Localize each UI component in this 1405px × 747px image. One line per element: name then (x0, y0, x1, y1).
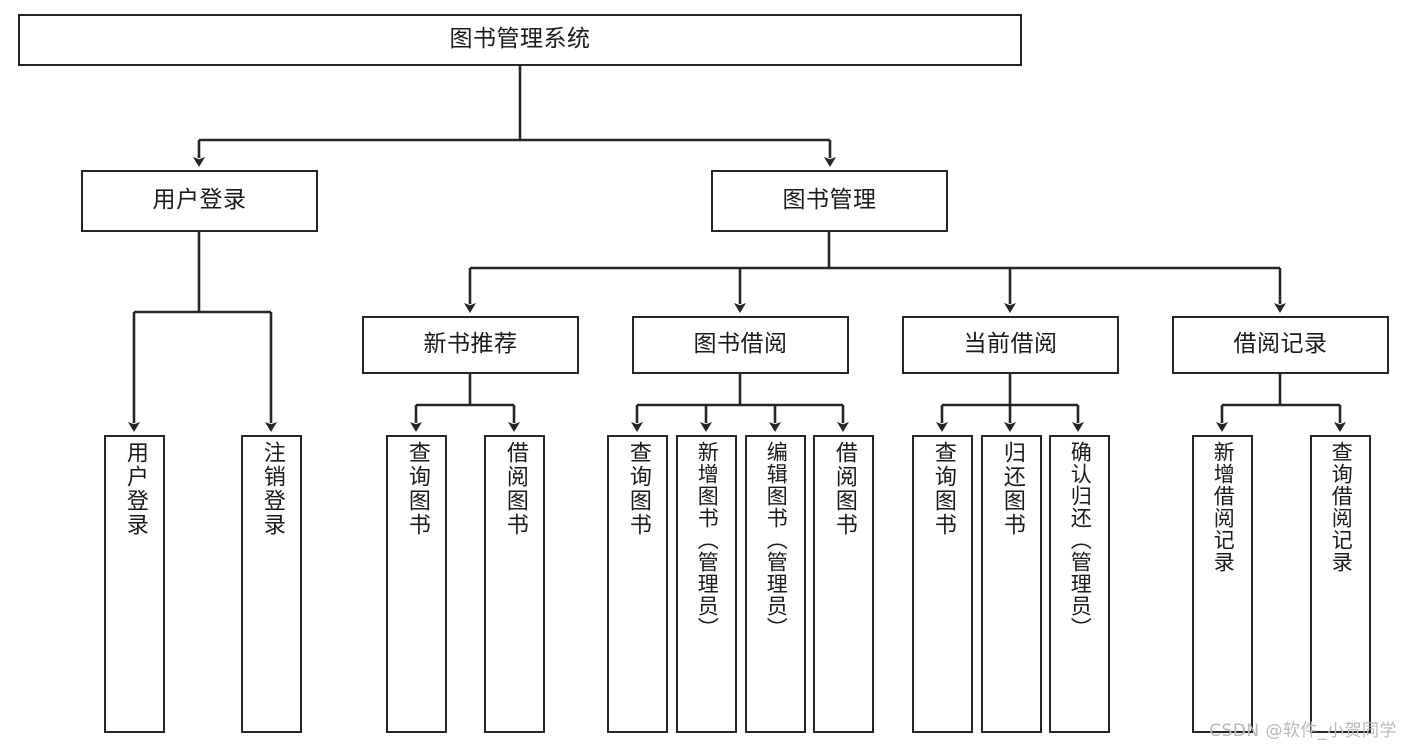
node-leaf-logout-label: 注销登录 (259, 441, 285, 537)
node-leaf-add-book-label: 新增图书（管理员） (695, 441, 720, 639)
node-leaf-query-record-label: 查询借阅记录 (1329, 441, 1354, 573)
node-leaf-query-book-2[interactable]: 查询图书 (607, 435, 668, 733)
node-leaf-confirm-return[interactable]: 确认归还（管理员） (1049, 435, 1110, 733)
node-leaf-borrow-book-2[interactable]: 借阅图书 (813, 435, 874, 733)
node-root[interactable]: 图书管理系统 (18, 14, 1022, 66)
node-leaf-query-book-1[interactable]: 查询图书 (386, 435, 447, 733)
node-leaf-query-book-2-label: 查询图书 (625, 441, 651, 537)
node-leaf-add-record-label: 新增借阅记录 (1211, 441, 1236, 573)
node-book-manage[interactable]: 图书管理 (711, 170, 948, 232)
node-book-borrow-label: 图书借阅 (693, 331, 788, 358)
node-leaf-return-book[interactable]: 归还图书 (981, 435, 1042, 733)
node-new-book-recommend-label: 新书推荐 (423, 331, 518, 358)
node-leaf-confirm-return-label: 确认归还（管理员） (1068, 441, 1093, 639)
node-leaf-borrow-book-1[interactable]: 借阅图书 (484, 435, 545, 733)
node-user-login-label: 用户登录 (152, 187, 247, 214)
node-leaf-return-book-label: 归还图书 (999, 441, 1025, 537)
node-leaf-edit-book[interactable]: 编辑图书（管理员） (745, 435, 806, 733)
node-borrow-record-label: 借阅记录 (1233, 331, 1328, 358)
node-leaf-edit-book-label: 编辑图书（管理员） (764, 441, 789, 639)
node-book-manage-label: 图书管理 (782, 187, 877, 214)
node-leaf-user-login-label: 用户登录 (122, 441, 148, 537)
node-leaf-add-record[interactable]: 新增借阅记录 (1192, 435, 1253, 733)
node-borrow-record[interactable]: 借阅记录 (1172, 316, 1389, 374)
node-leaf-logout[interactable]: 注销登录 (241, 435, 302, 733)
node-leaf-borrow-book-1-label: 借阅图书 (502, 441, 528, 537)
node-root-label: 图书管理系统 (449, 26, 591, 53)
node-leaf-query-record[interactable]: 查询借阅记录 (1310, 435, 1371, 733)
node-user-login[interactable]: 用户登录 (81, 170, 318, 232)
csdn-watermark: CSDN @软件_小贺同学 (1209, 721, 1397, 741)
node-book-borrow[interactable]: 图书借阅 (632, 316, 849, 374)
node-current-borrow[interactable]: 当前借阅 (902, 316, 1119, 374)
node-leaf-query-book-3-label: 查询图书 (930, 441, 956, 537)
node-leaf-user-login[interactable]: 用户登录 (104, 435, 165, 733)
node-leaf-borrow-book-2-label: 借阅图书 (831, 441, 857, 537)
node-leaf-query-book-1-label: 查询图书 (404, 441, 430, 537)
node-current-borrow-label: 当前借阅 (963, 331, 1058, 358)
node-leaf-query-book-3[interactable]: 查询图书 (912, 435, 973, 733)
node-new-book-recommend[interactable]: 新书推荐 (362, 316, 579, 374)
node-leaf-add-book[interactable]: 新增图书（管理员） (676, 435, 737, 733)
